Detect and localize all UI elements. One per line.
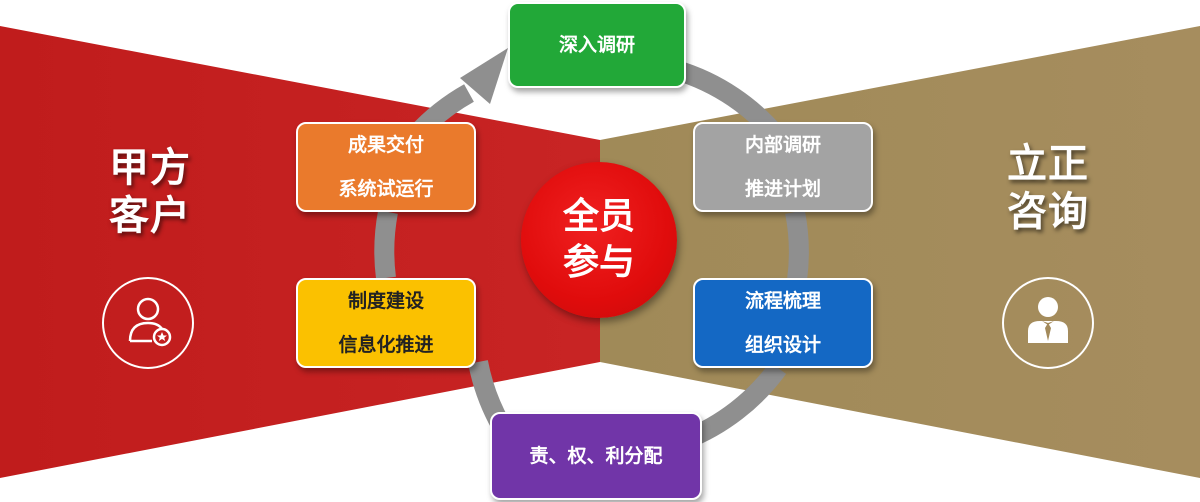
center-line2: 参与 (562, 242, 635, 283)
step-in-depth-research-label: 深入调研 (558, 34, 635, 56)
step-internal-research-line1: 内部调研 (744, 134, 821, 156)
consultant-title-line1: 立正 (1007, 141, 1089, 187)
step-process-organization-line2: 组织设计 (744, 334, 821, 356)
center-full-participation: 全员 参与 (521, 162, 677, 318)
consultant-person-tie-icon (1028, 297, 1068, 343)
center-line1: 全员 (562, 196, 635, 237)
step-process-organization-line1: 流程梳理 (744, 290, 821, 312)
step-internal-research-line2: 推进计划 (744, 178, 821, 200)
step-rights-allocation-label: 责、权、利分配 (529, 445, 663, 467)
consultant-panel (600, 26, 1200, 478)
step-in-depth-research: 深入调研 (508, 2, 686, 88)
consultant-title-line2: 咨询 (1007, 189, 1089, 235)
client-avatar (102, 277, 194, 369)
step-system-informatization: 制度建设 信息化推进 (296, 278, 476, 368)
consultant-avatar (1002, 277, 1094, 369)
step-system-informatization-line1: 制度建设 (347, 290, 424, 312)
consultant-title: 立正 咨询 (998, 140, 1098, 236)
step-system-informatization-line2: 信息化推进 (338, 334, 434, 356)
step-internal-research-plan: 内部调研 推进计划 (693, 122, 873, 212)
client-title-line1: 甲方 (109, 145, 191, 191)
cycle-arrowhead (460, 48, 508, 104)
client-person-star-icon (128, 297, 172, 347)
step-rights-allocation: 责、权、利分配 (490, 412, 702, 500)
client-panel (0, 26, 600, 478)
client-title: 甲方 客户 (100, 144, 200, 240)
step-process-organization: 流程梳理 组织设计 (693, 278, 873, 368)
step-delivery-trial-run: 成果交付 系统试运行 (296, 122, 476, 212)
step-delivery-trial-run-line1: 成果交付 (347, 134, 424, 156)
step-delivery-trial-run-line2: 系统试运行 (338, 178, 434, 200)
client-title-line2: 客户 (109, 193, 191, 239)
